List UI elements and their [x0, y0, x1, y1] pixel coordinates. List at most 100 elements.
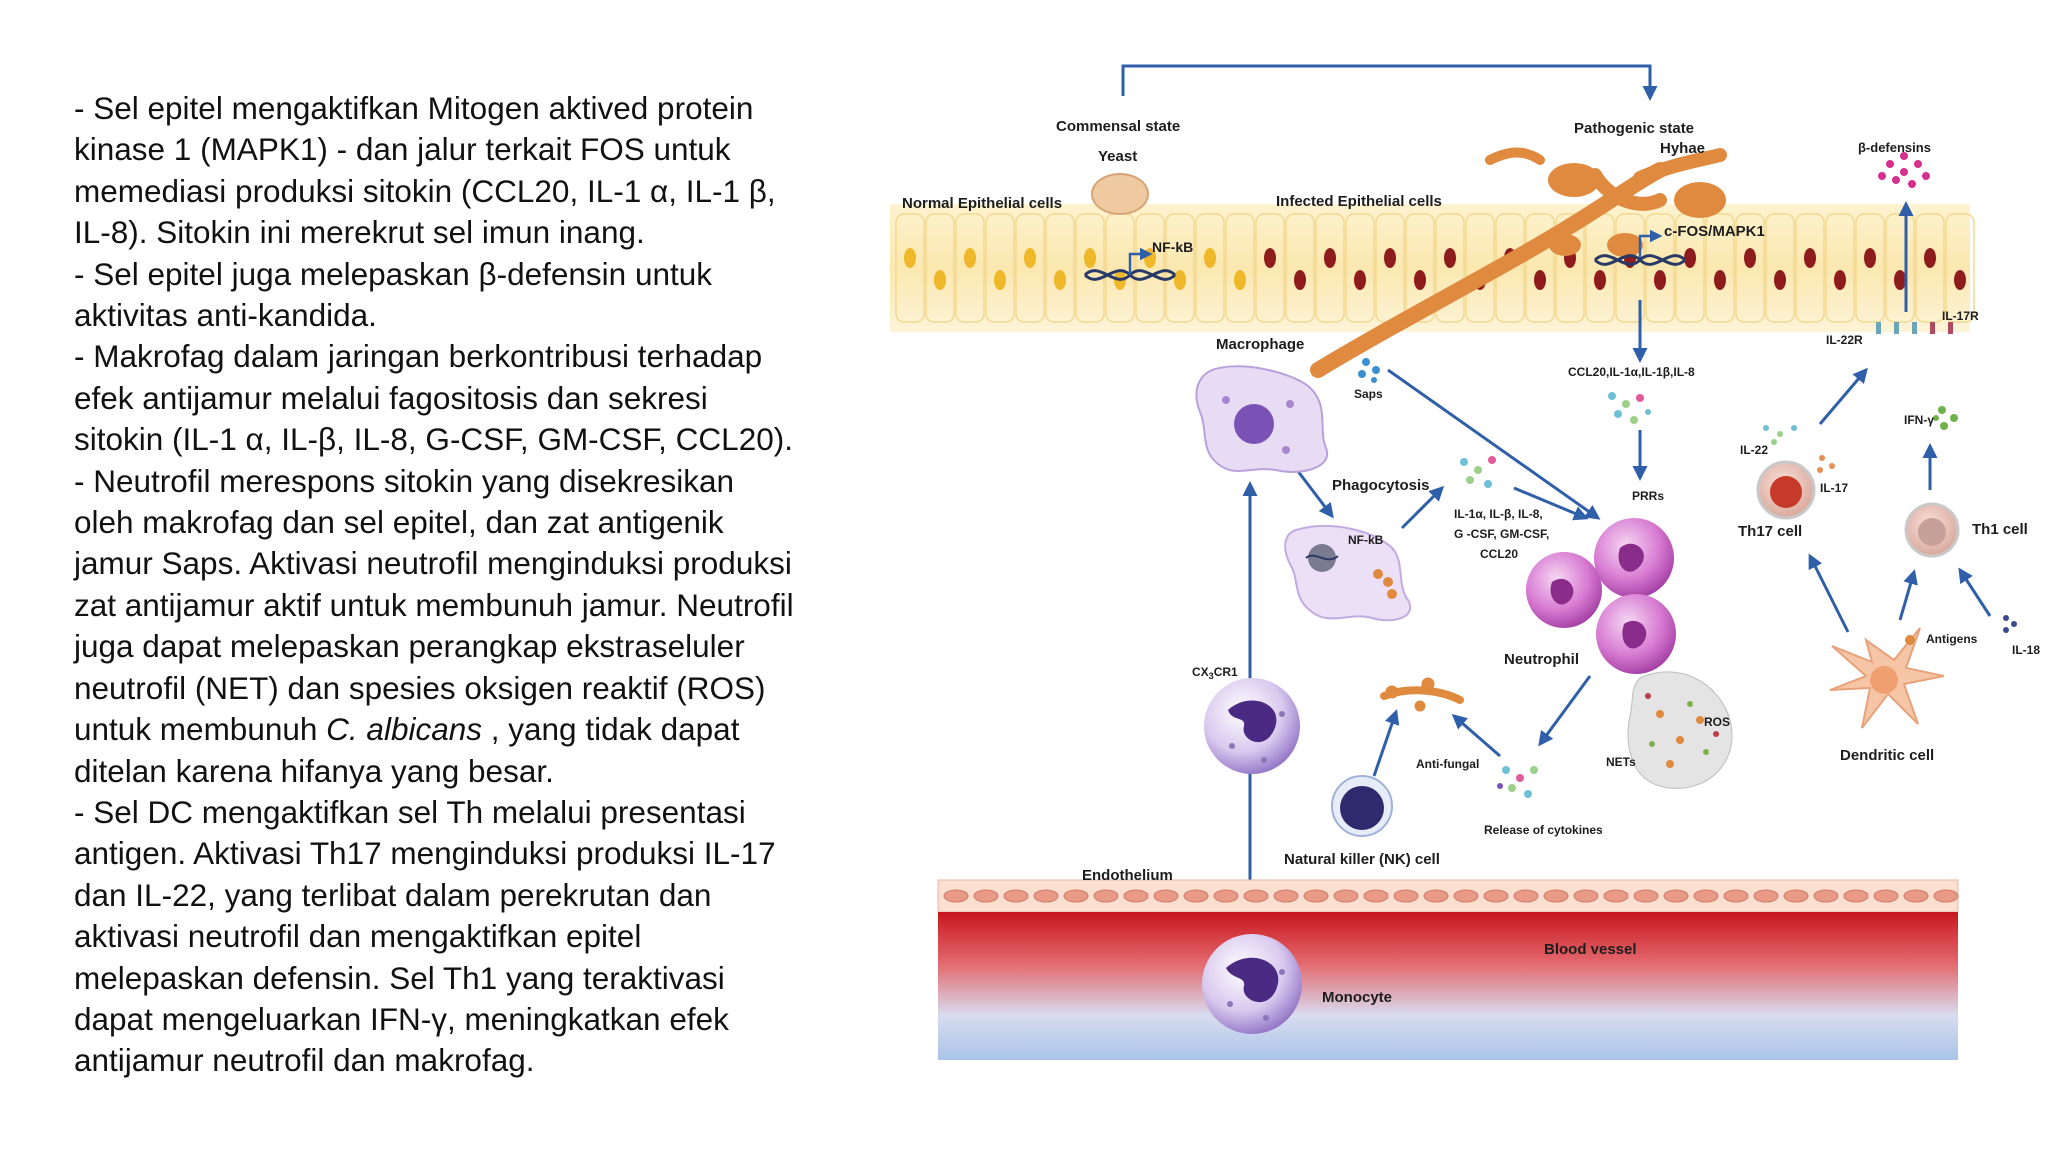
endothelial-cell	[1093, 889, 1119, 903]
cell-nucleus	[934, 270, 946, 290]
nets-arrow	[1538, 675, 1592, 747]
line: ditelan karena hifanya yang besar.	[74, 752, 554, 789]
endothelial-cell	[1483, 889, 1509, 903]
line: antigen. Aktivasi Th17 menginduksi produ…	[74, 835, 776, 872]
line: untuk membunuh	[74, 711, 318, 748]
commensal-state-label: Commensal state	[1056, 118, 1180, 135]
epithelial-cell	[1525, 213, 1555, 323]
cell-nucleus	[964, 248, 976, 268]
cell-nucleus	[1954, 270, 1966, 290]
line: aktivitas anti-kandida.	[74, 297, 377, 334]
il18-label: IL-18	[2012, 643, 2040, 657]
line: oleh makrofag dan sel epitel, dan zat an…	[74, 504, 724, 541]
release-cytokines-label: Release of cytokines	[1484, 823, 1603, 837]
line: kinase 1 (MAPK1) - dan jalur terkait FOS…	[74, 131, 731, 168]
cell-nucleus	[1264, 248, 1276, 268]
endothelial-cell	[1273, 889, 1299, 903]
line: - Makrofag dalam jaringan berkontribusi …	[74, 338, 763, 375]
ccl20-label: CCL20,IL-1α,IL-1β,IL-8	[1568, 365, 1695, 379]
paragraph-defensin: - Sel epitel juga melepaskan β-defensin …	[74, 254, 874, 337]
saps-icon	[1358, 358, 1380, 383]
th1-label: Th1 cell	[1972, 521, 2028, 538]
endothelial-cell	[1693, 889, 1719, 903]
endothelial-cell	[1723, 889, 1749, 903]
text-panel: - Sel epitel mengaktifkan Mitogen aktive…	[74, 88, 874, 1082]
phagocytosing-macrophage-icon	[1284, 524, 1412, 622]
cytokine-dots-icon	[1460, 456, 1496, 488]
cell-nucleus	[1594, 270, 1606, 290]
endothelial-cell	[1663, 889, 1689, 903]
cell-nucleus	[1744, 248, 1756, 268]
paragraph-epithelial: - Sel epitel mengaktifkan Mitogen aktive…	[74, 88, 874, 254]
cell-nucleus	[1804, 248, 1816, 268]
cytokines-line3-label: CCL20	[1480, 547, 1518, 561]
macrophage-phagocytosis-arrow	[1292, 465, 1334, 519]
cfos-mapk1-label: c-FOS/MAPK1	[1664, 223, 1765, 240]
endothelial-cell	[1633, 889, 1659, 903]
cell-nucleus	[1294, 270, 1306, 290]
ifn-gamma-label: IFN-γ	[1904, 413, 1934, 427]
th1-cell-icon	[1904, 502, 1960, 558]
line: - Neutrofil merespons sitokin yang disek…	[74, 462, 735, 499]
hyphae-icon	[1310, 147, 1727, 378]
endothelial-cell	[1423, 889, 1449, 903]
endothelial-cell	[973, 889, 999, 903]
infected-epithelial-label: Infected Epithelial cells	[1276, 193, 1442, 210]
endothelial-cell	[1873, 889, 1899, 903]
epithelial-cell	[1345, 213, 1375, 323]
cell-nucleus	[1324, 248, 1336, 268]
endothelial-cell	[1393, 889, 1419, 903]
cell-nucleus	[1054, 270, 1066, 290]
endothelial-cell	[1903, 889, 1929, 903]
nfkb-epithelial-label: NF-kB	[1152, 239, 1193, 255]
endothelial-cell	[1843, 889, 1869, 903]
receptors-icon	[1876, 322, 1953, 334]
epithelial-cell	[1225, 213, 1255, 323]
saps-label: Saps	[1354, 387, 1383, 401]
saps-arrow	[1387, 368, 1601, 520]
cell-nucleus	[1234, 270, 1246, 290]
cell-nucleus	[1204, 248, 1216, 268]
epithelial-cell	[1135, 213, 1165, 323]
nets-ros-icon	[1627, 671, 1733, 789]
epithelial-cell	[1315, 213, 1345, 323]
yeast-icon	[1091, 173, 1149, 215]
blood-vessel	[938, 912, 1958, 1060]
epithelial-cell	[1555, 213, 1585, 323]
endothelial-cell	[1453, 889, 1479, 903]
epithelial-cell	[1735, 213, 1765, 323]
nk-cell-icon	[1331, 775, 1393, 837]
epithelial-cell	[1435, 213, 1465, 323]
epithelial-cell	[955, 213, 985, 323]
endothelial-cell	[1123, 889, 1149, 903]
epithelial-cell	[1195, 213, 1225, 323]
dc-to-th1-arrow	[1898, 569, 1918, 621]
il22-label: IL-22	[1740, 443, 1768, 457]
blood-vessel-label: Blood vessel	[1544, 941, 1637, 958]
cell-nucleus	[1084, 248, 1096, 268]
th17-cell-icon	[1756, 460, 1816, 520]
line: aktivasi neutrofil dan mengaktifkan epit…	[74, 918, 642, 955]
endothelial-cell	[1213, 889, 1239, 903]
il22r-label: IL-22R	[1826, 333, 1863, 347]
monocyte-label: Monocyte	[1322, 989, 1392, 1006]
epithelial-cell	[1645, 213, 1675, 323]
endothelial-cell	[1753, 889, 1779, 903]
epithelial-cell	[1285, 213, 1315, 323]
epithelial-cell	[1705, 213, 1735, 323]
cell-nucleus	[1924, 248, 1936, 268]
epithelial-cell	[1765, 213, 1795, 323]
antifungal-label: Anti-fungal	[1416, 757, 1479, 771]
nk-cell-label: Natural killer (NK) cell	[1284, 851, 1440, 868]
endothelial-cell	[1363, 889, 1389, 903]
il18-dots-icon	[2003, 615, 2017, 633]
neutrophil-label: Neutrophil	[1504, 651, 1579, 668]
il17-dots-icon	[1817, 455, 1835, 473]
dc-to-th17-arrow	[1808, 553, 1850, 633]
antifungal-hyphae-icon	[1380, 677, 1464, 712]
line: neutrofil (NET) dan spesies oksigen reak…	[74, 669, 766, 706]
cell-nucleus	[1174, 270, 1186, 290]
cell-nucleus	[994, 270, 1006, 290]
hyhae-label: Hyhae	[1660, 140, 1705, 157]
line: jamur Saps. Aktivasi neutrofil menginduk…	[74, 545, 792, 582]
